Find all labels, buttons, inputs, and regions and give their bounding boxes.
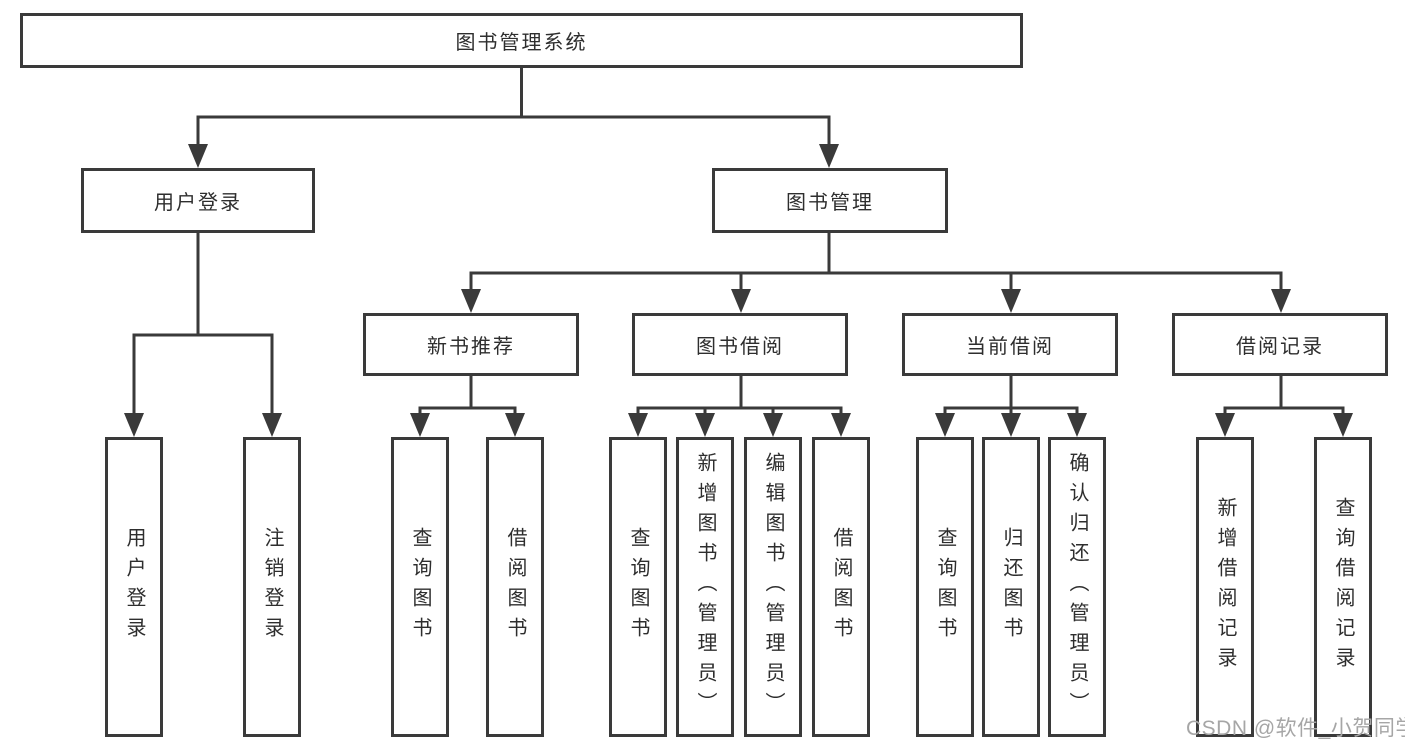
arrowhead [410, 413, 430, 437]
arrowhead [935, 413, 955, 437]
node-label: 新增图书（管理员） [694, 452, 716, 722]
arrowhead [1333, 413, 1353, 437]
node-label: 编辑图书（管理员） [762, 452, 784, 722]
node-label: 用户登录 [154, 192, 242, 214]
node-book-borrow: 图书借阅 [632, 313, 848, 376]
watermark: CSDN @软件_小贺同学 [1186, 717, 1405, 740]
arrowhead [763, 413, 783, 437]
node-book-mgmt: 图书管理 [712, 168, 948, 233]
leaf-query-books-2: 查询图书 [609, 437, 667, 737]
node-label: 图书管理 [786, 192, 874, 214]
arrowhead [188, 144, 208, 168]
connector-new-book-rec-to-leaves [410, 374, 525, 437]
arrowhead [731, 289, 751, 313]
leaf-return-book: 归还图书 [982, 437, 1040, 737]
leaf-query-books-1: 查询图书 [391, 437, 449, 737]
leaf-borrow-books-1: 借阅图书 [486, 437, 544, 737]
arrowhead [1067, 413, 1087, 437]
node-new-book-rec: 新书推荐 [363, 313, 579, 376]
node-root: 图书管理系统 [20, 13, 1023, 68]
node-label: 新增借阅记录 [1214, 497, 1236, 677]
leaf-confirm-return-admin: 确认归还（管理员） [1048, 437, 1106, 737]
arrowhead [819, 144, 839, 168]
node-label: 查询借阅记录 [1332, 497, 1354, 677]
line-segment [469, 231, 1283, 293]
node-label: 查询图书 [934, 527, 956, 647]
connector-borrow-records-to-leaves [1215, 374, 1353, 437]
arrowhead [1001, 413, 1021, 437]
node-label: 新书推荐 [427, 336, 515, 358]
arrowhead [831, 413, 851, 437]
leaf-edit-book-admin: 编辑图书（管理员） [744, 437, 802, 737]
line-segment [418, 374, 517, 417]
node-label: 用户登录 [123, 527, 145, 647]
arrowhead [1215, 413, 1235, 437]
arrowhead [628, 413, 648, 437]
line-segment [636, 374, 843, 417]
node-label: 注销登录 [261, 527, 283, 647]
leaf-add-book-admin: 新增图书（管理员） [676, 437, 734, 737]
node-label: 归还图书 [1000, 527, 1022, 647]
line-segment [943, 374, 1079, 417]
node-label: 查询图书 [627, 527, 649, 647]
connector-current-borrow-to-leaves [935, 374, 1087, 437]
leaf-logout: 注销登录 [243, 437, 301, 737]
line-segment [132, 231, 274, 417]
arrowhead [695, 413, 715, 437]
leaf-add-borrow-record: 新增借阅记录 [1196, 437, 1254, 737]
connector-root-to-level2 [188, 66, 839, 168]
arrowhead [262, 413, 282, 437]
arrowhead [505, 413, 525, 437]
leaf-user-login: 用户登录 [105, 437, 163, 737]
node-label: 确认归还（管理员） [1066, 452, 1088, 722]
node-label: 当前借阅 [966, 336, 1054, 358]
leaf-query-borrow-record: 查询借阅记录 [1314, 437, 1372, 737]
arrowhead [1001, 289, 1021, 313]
connector-user-login-to-leaves [124, 231, 282, 437]
connector-book-borrow-to-leaves [628, 374, 851, 437]
arrowhead [1271, 289, 1291, 313]
arrowhead [461, 289, 481, 313]
connector-book-mgmt-to-level3 [461, 231, 1291, 313]
node-label: 借阅图书 [830, 527, 852, 647]
node-label: 图书管理系统 [455, 32, 588, 54]
node-label: 借阅记录 [1236, 336, 1324, 358]
leaf-query-books-3: 查询图书 [916, 437, 974, 737]
line-segment [1223, 374, 1345, 417]
leaf-borrow-books-2: 借阅图书 [812, 437, 870, 737]
node-user-login: 用户登录 [81, 168, 315, 233]
node-label: 查询图书 [409, 527, 431, 647]
node-label: 图书借阅 [696, 336, 784, 358]
node-label: 借阅图书 [504, 527, 526, 647]
node-borrow-records: 借阅记录 [1172, 313, 1388, 376]
arrowhead [124, 413, 144, 437]
line-segment [196, 66, 831, 148]
node-current-borrow: 当前借阅 [902, 313, 1118, 376]
